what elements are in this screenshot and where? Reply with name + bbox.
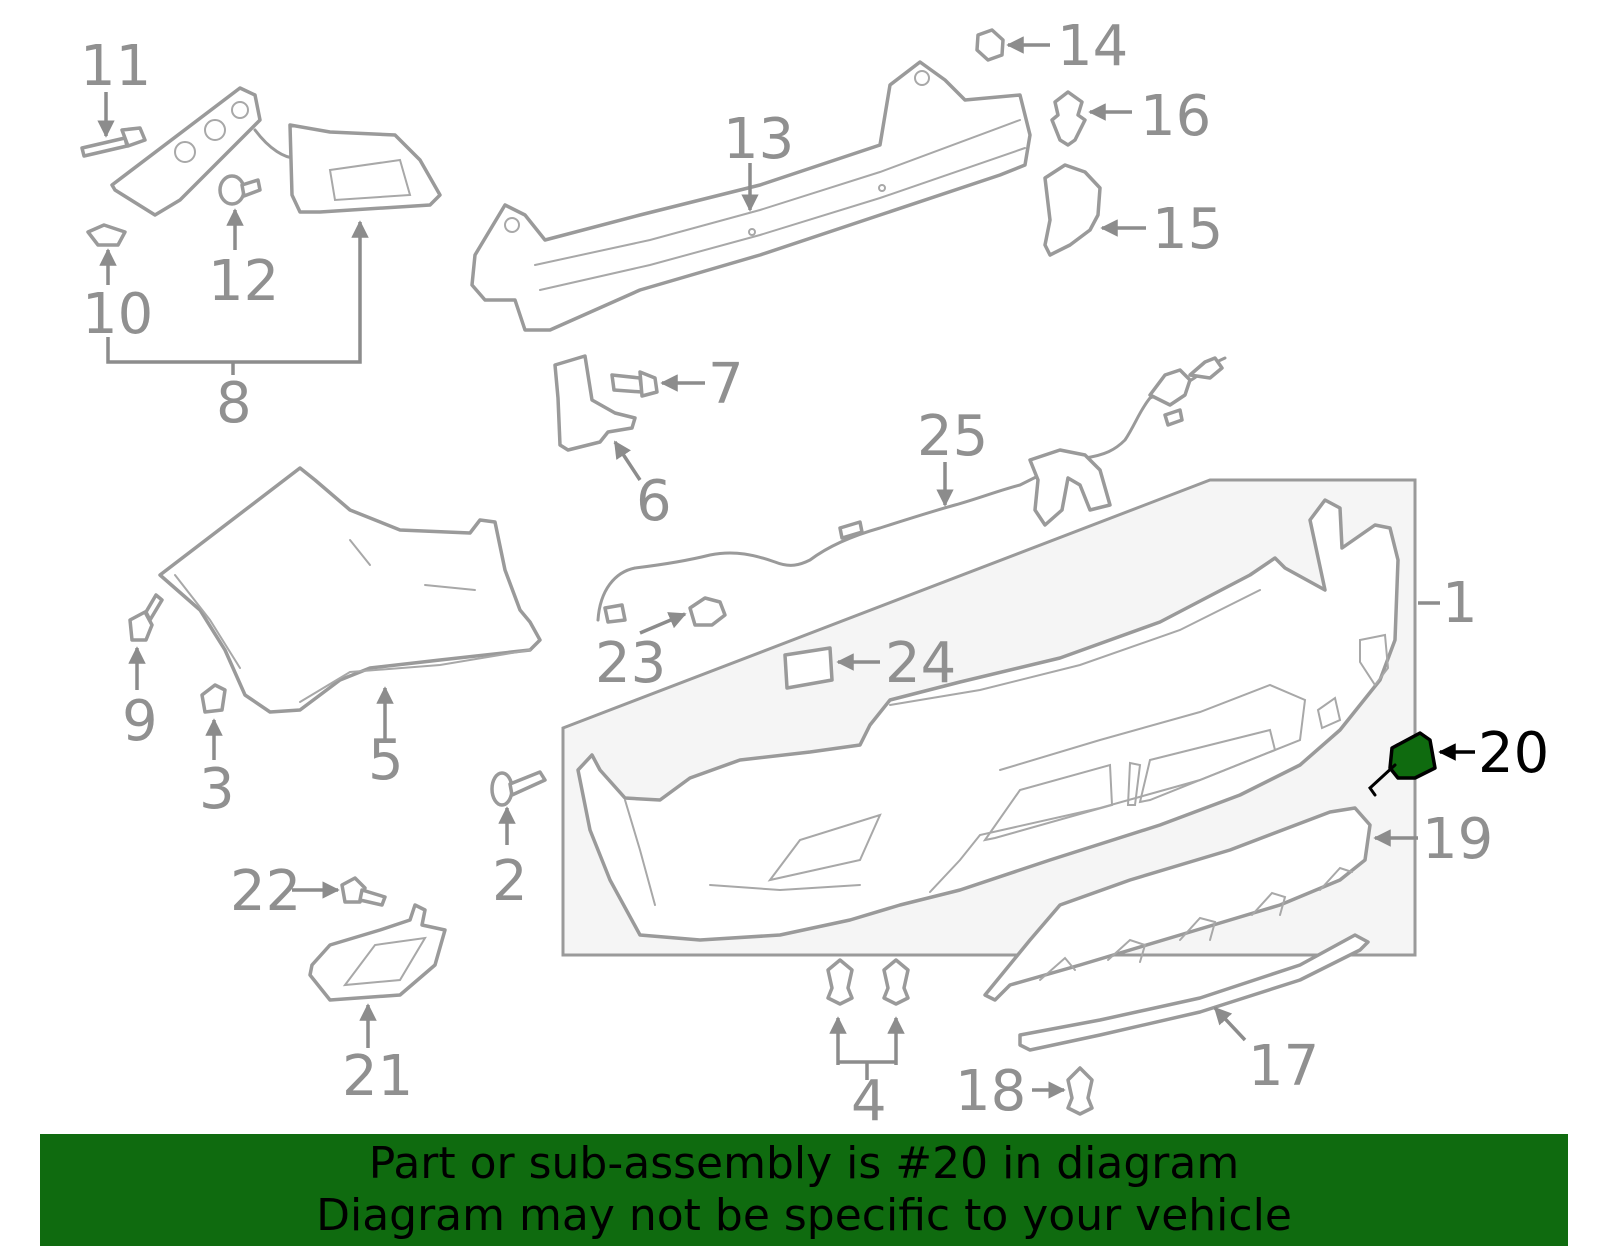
wiring-harness-part-25[interactable] — [596, 356, 1227, 624]
label-part-4[interactable]: 4 — [851, 1069, 887, 1134]
push-pin-part-18[interactable] — [1066, 1066, 1094, 1116]
grommet-part-12[interactable] — [218, 174, 262, 206]
label-part-23[interactable]: 23 — [595, 631, 666, 696]
label-part-8[interactable]: 8 — [216, 371, 252, 436]
leader-4-bracket — [838, 1060, 896, 1080]
label-part-10[interactable]: 10 — [82, 282, 153, 347]
label-part-14[interactable]: 14 — [1057, 14, 1128, 79]
label-part-24[interactable]: 24 — [885, 631, 956, 696]
banner-line-1: Part or sub-assembly is #20 in diagram — [368, 1138, 1240, 1189]
clip-part-3[interactable] — [200, 683, 227, 714]
label-part-16[interactable]: 16 — [1140, 84, 1211, 149]
label-part-15[interactable]: 15 — [1152, 197, 1223, 262]
tow-hook-cover-part-20[interactable] — [1368, 731, 1437, 797]
label-part-11[interactable]: 11 — [80, 34, 151, 99]
leader-17 — [1213, 1006, 1247, 1042]
label-part-17[interactable]: 17 — [1248, 1034, 1319, 1099]
label-part-22[interactable]: 22 — [230, 859, 301, 924]
sensor-pad-part-24[interactable] — [783, 646, 834, 690]
label-part-19[interactable]: 19 — [1422, 807, 1493, 872]
label-part-9[interactable]: 9 — [122, 689, 158, 754]
quarter-panel-part-5[interactable] — [158, 466, 542, 714]
clip-part-10[interactable] — [86, 223, 127, 247]
label-part-3[interactable]: 3 — [199, 757, 235, 822]
bolt-part-7[interactable] — [610, 370, 659, 398]
bolt-part-22[interactable] — [340, 876, 387, 907]
info-banner: Part or sub-assembly is #20 in diagram D… — [40, 1134, 1568, 1246]
label-part-25[interactable]: 25 — [917, 404, 988, 469]
fog-lamp-bezel-part-21[interactable] — [308, 903, 447, 1002]
push-pin-part-4[interactable] — [826, 958, 910, 1006]
leader-6 — [613, 440, 642, 481]
label-part-2[interactable]: 2 — [492, 849, 528, 914]
nut-part-14[interactable] — [975, 28, 1005, 62]
lower-valance-part-19[interactable] — [983, 806, 1372, 1002]
label-part-18[interactable]: 18 — [955, 1059, 1026, 1124]
reflector-assembly-part-8[interactable] — [110, 86, 442, 217]
label-part-5[interactable]: 5 — [368, 728, 404, 793]
label-part-7[interactable]: 7 — [708, 352, 744, 417]
label-part-1[interactable]: 1 — [1442, 571, 1478, 636]
bracket-part-15[interactable] — [1043, 163, 1102, 257]
bolt-part-2[interactable] — [490, 770, 547, 807]
lower-trim-strip-part-17[interactable] — [1018, 933, 1370, 1052]
clip-part-16[interactable] — [1050, 90, 1087, 147]
leader-23 — [639, 612, 687, 635]
label-part-20[interactable]: 20 — [1478, 721, 1549, 786]
label-part-12[interactable]: 12 — [208, 249, 279, 314]
screw-part-11[interactable] — [80, 126, 147, 158]
bumper-cover-part[interactable] — [561, 478, 1417, 957]
label-part-13[interactable]: 13 — [723, 107, 794, 172]
connector-part-23[interactable] — [688, 596, 727, 627]
label-part-21[interactable]: 21 — [342, 1044, 413, 1109]
bracket-part-6[interactable] — [553, 354, 637, 452]
banner-line-2: Diagram may not be specific to your vehi… — [316, 1190, 1292, 1241]
label-part-6[interactable]: 6 — [636, 469, 672, 534]
bolt-part-9[interactable] — [128, 593, 164, 642]
